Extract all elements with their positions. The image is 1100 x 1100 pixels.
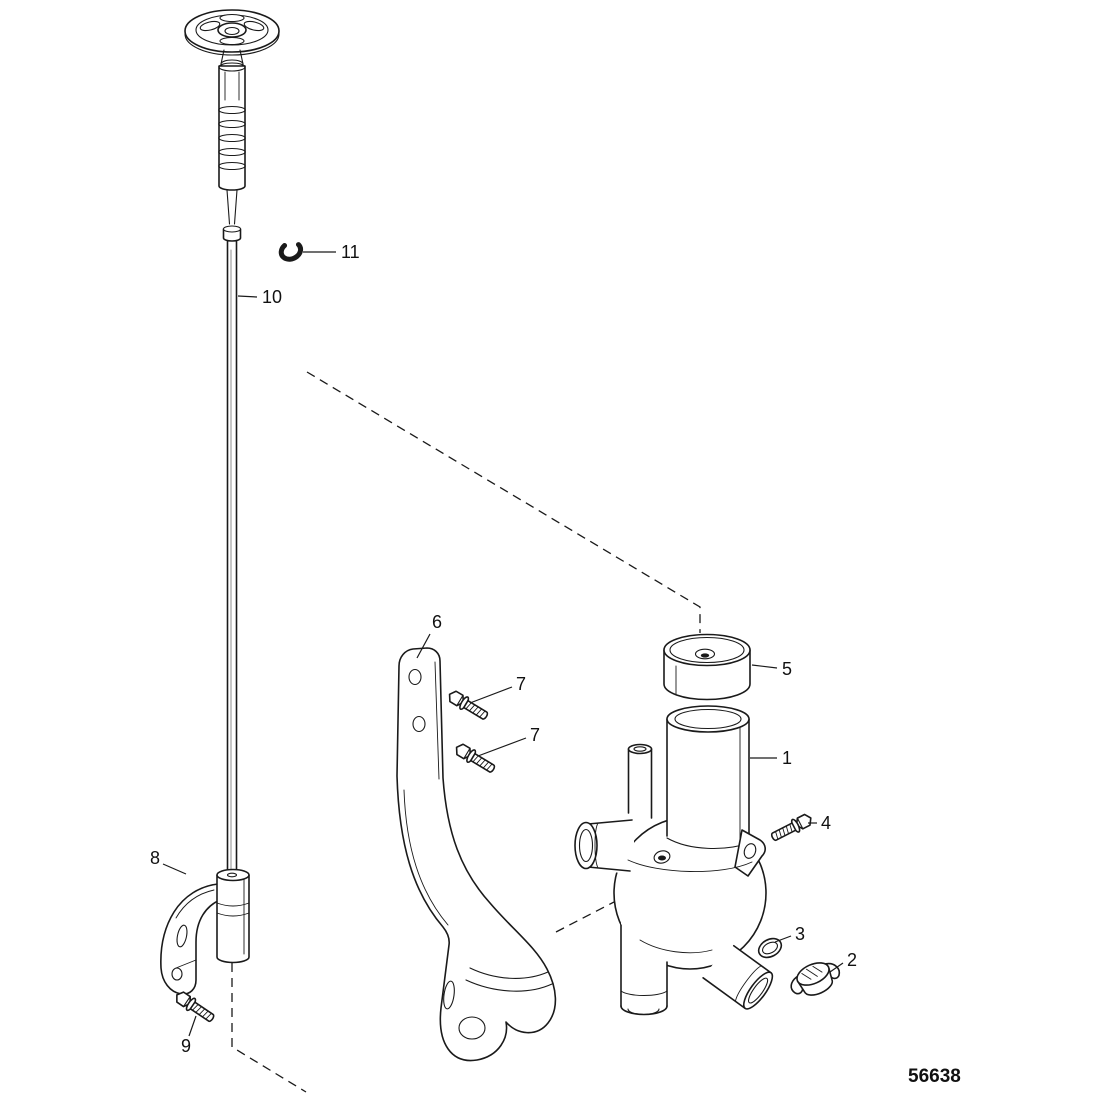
dashed-line: [231, 963, 307, 1093]
assembly-alignment-dashes: [231, 371, 701, 1093]
leader-line: [188, 1015, 197, 1037]
housing-filler-neck: [666, 705, 750, 850]
callout-3-label: 3: [795, 924, 805, 944]
callout-2-label: 2: [847, 950, 857, 970]
housing-outlet-connector: [702, 942, 774, 1010]
part-7-bolt: [445, 687, 491, 724]
housing-left-hose-connector: [574, 816, 634, 874]
part-2-drain-fitting: [790, 962, 841, 996]
bracket-arm: [160, 883, 221, 995]
part-1-thermostat-housing: [574, 705, 774, 1016]
dipstick-handle-knob: [184, 9, 280, 69]
dipstick-collar: [222, 225, 242, 242]
part-6-support-bracket: [396, 647, 557, 1062]
leader-line: [237, 295, 258, 298]
dipstick-tube: [226, 240, 238, 877]
leader-line: [477, 737, 527, 757]
callout-4-label: 4: [821, 813, 831, 833]
leader-line: [774, 935, 792, 943]
drawing-number: 56638: [908, 1066, 961, 1087]
callout-7b-label: 7: [530, 725, 540, 745]
part-8-tube-bracket: [160, 868, 250, 995]
bracket-outline: [396, 647, 557, 1062]
leader-line: [829, 962, 844, 973]
callout-leaders: [162, 251, 844, 1037]
dipstick-grip-shaft: [218, 62, 246, 225]
callout-labels: 1 2 3 4 5 6 7 7 8 9 10 11: [150, 242, 857, 1056]
callout-11-label: 11: [341, 242, 360, 262]
part-11-e-clip: [278, 242, 304, 262]
leader-line: [469, 686, 513, 704]
leader-line: [751, 664, 778, 669]
housing-bottom-hose-connector: [620, 922, 668, 1016]
part-4-bolt: [768, 810, 815, 845]
dashed-line: [306, 371, 701, 633]
part-10-dipstick-tube-assembly: [184, 9, 280, 877]
housing-dipstick-port: [627, 743, 653, 819]
housing-mounting-tab: [734, 829, 766, 877]
part-5-cap: [663, 633, 751, 701]
callout-6-label: 6: [432, 612, 442, 632]
bracket-sleeve: [216, 874, 250, 964]
callout-10-label: 10: [262, 287, 282, 307]
callout-9-label: 9: [181, 1036, 191, 1056]
callout-8-label: 8: [150, 848, 160, 868]
leader-line: [416, 633, 431, 659]
part-7-bolt: [452, 740, 498, 777]
callout-5-label: 5: [782, 659, 792, 679]
callout-7a-label: 7: [516, 674, 526, 694]
callout-1-label: 1: [782, 748, 792, 768]
dashed-line: [555, 901, 615, 933]
part-3-o-ring: [757, 937, 783, 959]
leader-line: [162, 863, 187, 875]
